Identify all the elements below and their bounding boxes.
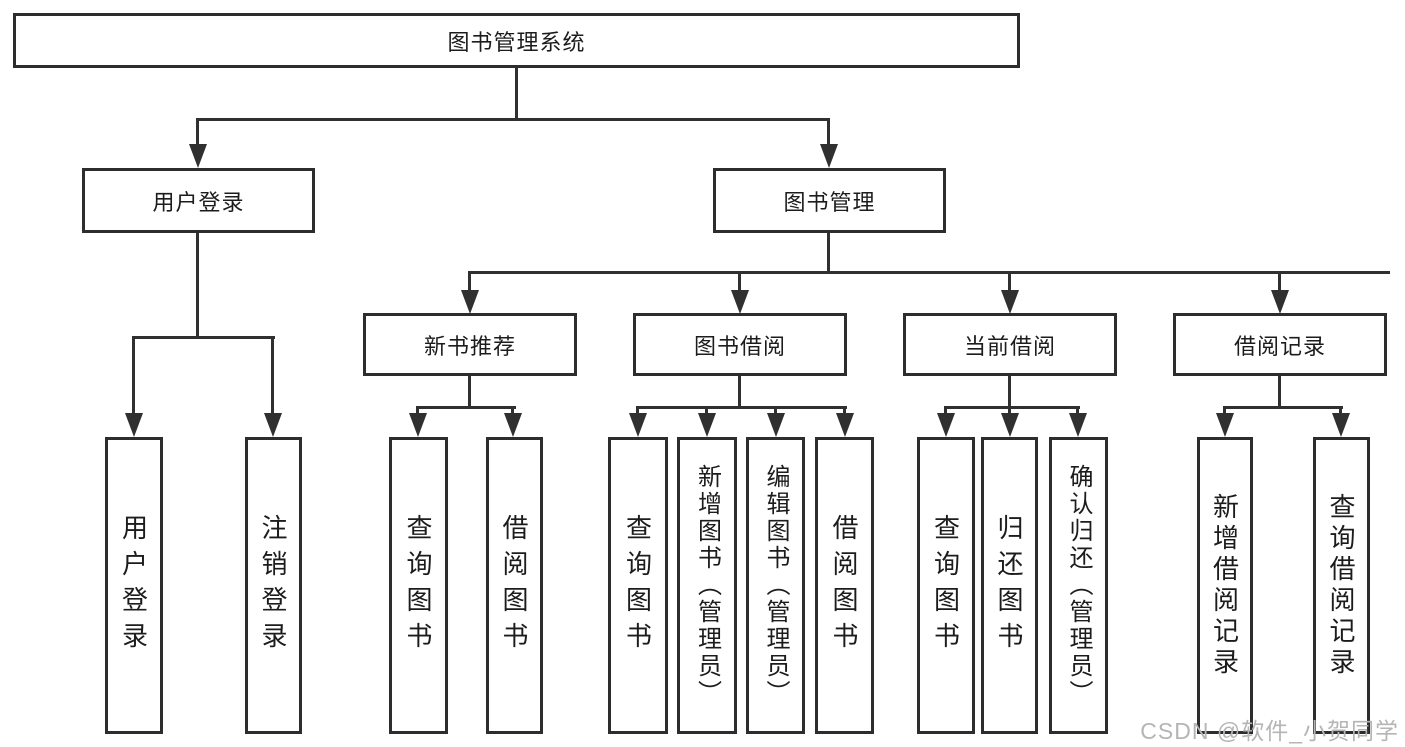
connector-vline	[1008, 271, 1011, 293]
leaf-user-login: 用户登录	[105, 437, 163, 734]
leaf-label: 借阅图书	[829, 513, 859, 658]
leaf-label: 编辑图书（管理员）	[762, 464, 789, 707]
connector-vline	[843, 406, 846, 416]
arrow-down-icon	[731, 290, 749, 314]
connector-vline	[705, 406, 708, 416]
arrow-down-icon	[629, 413, 647, 437]
connector-vline	[827, 118, 830, 148]
arrow-down-icon	[836, 413, 854, 437]
connector-vline	[1008, 376, 1011, 406]
node-label: 新书推荐	[423, 333, 516, 359]
connector-vline	[827, 233, 830, 271]
node-label: 图书管理	[783, 189, 876, 215]
arrow-down-icon	[1332, 413, 1350, 437]
leaf-query-books-current: 查询图书	[917, 437, 975, 734]
node-label: 图书管理系统	[447, 29, 586, 55]
connector-vline	[738, 271, 741, 293]
leaf-label: 注销登录	[258, 513, 288, 658]
node-label: 用户登录	[152, 189, 245, 215]
node-current-borrowing: 当前借阅	[903, 313, 1117, 376]
arrow-down-icon	[189, 144, 207, 168]
node-borrowing-records: 借阅记录	[1173, 313, 1387, 376]
connector-vline	[1278, 376, 1281, 406]
connector-vline	[416, 406, 419, 416]
arrow-down-icon	[125, 413, 143, 437]
leaf-label: 归还图书	[994, 513, 1024, 658]
arrow-down-icon	[820, 144, 838, 168]
connector-vline	[271, 336, 274, 416]
node-new-book-recommend: 新书推荐	[363, 313, 577, 376]
connector-hline	[944, 406, 1080, 409]
connector-hline	[468, 271, 1390, 274]
node-label: 图书借阅	[693, 333, 786, 359]
node-label: 当前借阅	[963, 333, 1056, 359]
leaf-label: 新增借阅记录	[1209, 492, 1240, 679]
connector-hline	[1223, 406, 1343, 409]
leaf-label: 用户登录	[118, 513, 149, 658]
leaf-label: 借阅图书	[499, 513, 529, 658]
connector-vline	[1008, 406, 1011, 416]
connector-hline	[416, 406, 516, 409]
arrow-down-icon	[504, 413, 522, 437]
connector-vline	[468, 376, 471, 406]
leaf-label: 确认归还（管理员）	[1065, 464, 1092, 707]
arrow-down-icon	[1216, 413, 1234, 437]
leaf-confirm-return-admin: 确认归还（管理员）	[1049, 437, 1108, 734]
connector-vline	[944, 406, 947, 416]
arrow-down-icon	[264, 413, 282, 437]
arrow-down-icon	[1069, 413, 1087, 437]
leaf-logout: 注销登录	[245, 437, 302, 734]
leaf-label: 查询借阅记录	[1326, 492, 1356, 679]
arrow-down-icon	[767, 413, 785, 437]
connector-vline	[1076, 406, 1079, 416]
leaf-borrow-books-recommend: 借阅图书	[486, 437, 543, 734]
connector-vline	[774, 406, 777, 416]
arrow-down-icon	[1001, 413, 1019, 437]
connector-vline	[196, 118, 199, 148]
node-label: 借阅记录	[1233, 333, 1326, 359]
leaf-borrow-books-borrowing: 借阅图书	[815, 437, 874, 734]
connector-vline	[1278, 271, 1281, 293]
connector-vline	[1223, 406, 1226, 416]
leaf-return-book: 归还图书	[981, 437, 1038, 734]
arrow-down-icon	[409, 413, 427, 437]
leaf-query-borrow-record: 查询借阅记录	[1313, 437, 1370, 734]
leaf-label: 查询图书	[622, 513, 653, 658]
connector-vline	[196, 233, 199, 336]
leaf-add-book-admin: 新增图书（管理员）	[677, 437, 737, 734]
arrow-down-icon	[937, 413, 955, 437]
connector-vline	[468, 271, 471, 293]
leaf-query-books-recommend: 查询图书	[389, 437, 448, 734]
node-library-management-system: 图书管理系统	[13, 13, 1020, 68]
connector-hline	[197, 118, 830, 121]
arrow-down-icon	[461, 290, 479, 314]
connector-vline	[1339, 406, 1342, 416]
connector-vline	[132, 336, 135, 416]
node-book-management: 图书管理	[713, 168, 946, 233]
connector-hline	[636, 406, 847, 409]
leaf-edit-book-admin: 编辑图书（管理员）	[746, 437, 805, 734]
leaf-query-books-borrowing: 查询图书	[608, 437, 668, 734]
connector-hline	[132, 336, 275, 339]
connector-vline	[738, 376, 741, 406]
watermark: CSDN @软件_小贺同学	[1140, 718, 1399, 744]
arrow-down-icon	[698, 413, 716, 437]
leaf-label: 查询图书	[403, 513, 433, 658]
leaf-label: 查询图书	[930, 513, 961, 658]
leaf-label: 新增图书（管理员）	[693, 464, 721, 707]
arrow-down-icon	[1001, 290, 1019, 314]
connector-vline	[515, 68, 518, 118]
node-book-borrowing: 图书借阅	[633, 313, 847, 376]
node-user-login: 用户登录	[82, 168, 315, 233]
connector-vline	[511, 406, 514, 416]
arrow-down-icon	[1271, 290, 1289, 314]
leaf-add-borrow-record: 新增借阅记录	[1197, 437, 1253, 734]
connector-vline	[636, 406, 639, 416]
